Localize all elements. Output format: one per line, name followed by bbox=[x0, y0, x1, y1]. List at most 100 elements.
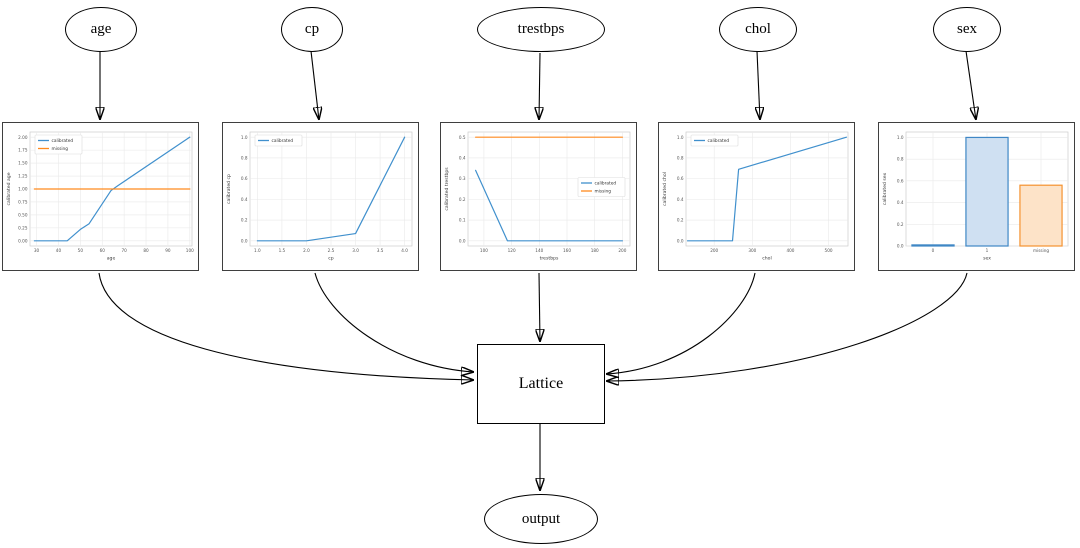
svg-text:300: 300 bbox=[748, 248, 756, 253]
edge-trestbps-calibrator-to-lattice bbox=[539, 272, 540, 342]
svg-text:1.50: 1.50 bbox=[18, 161, 28, 166]
svg-text:3.5: 3.5 bbox=[377, 248, 384, 253]
svg-text:calibrated trestbps: calibrated trestbps bbox=[444, 167, 450, 211]
svg-text:calibrated chol: calibrated chol bbox=[662, 172, 668, 206]
svg-text:0.3: 0.3 bbox=[459, 176, 466, 181]
svg-text:200: 200 bbox=[618, 248, 626, 253]
svg-text:0.2: 0.2 bbox=[241, 218, 248, 223]
output-node-label: output bbox=[521, 510, 561, 527]
svg-text:1.00: 1.00 bbox=[18, 187, 28, 192]
svg-text:missing: missing bbox=[1033, 248, 1049, 253]
svg-text:missing: missing bbox=[595, 189, 612, 195]
svg-text:2.00: 2.00 bbox=[18, 135, 28, 140]
calibration-plot-sex: 0.0 0.2 0.4 0.6 0.8 1.0 0 1 missing sex calibrated… bbox=[878, 122, 1075, 271]
svg-text:0.0: 0.0 bbox=[897, 244, 904, 249]
svg-text:calibrated: calibrated bbox=[708, 138, 730, 144]
svg-text:1: 1 bbox=[986, 248, 989, 253]
svg-text:0.0: 0.0 bbox=[241, 238, 248, 243]
lattice-node-label: Lattice bbox=[518, 375, 564, 392]
svg-text:0.0: 0.0 bbox=[459, 238, 466, 243]
input-node-cp: cp bbox=[281, 7, 343, 52]
svg-text:0.6: 0.6 bbox=[241, 176, 248, 181]
svg-text:40: 40 bbox=[56, 248, 62, 253]
svg-text:0: 0 bbox=[932, 248, 935, 253]
svg-text:30: 30 bbox=[34, 248, 40, 253]
edge-cp-calibrator-to-lattice bbox=[314, 272, 474, 372]
svg-text:0.4: 0.4 bbox=[459, 156, 466, 161]
svg-text:0.6: 0.6 bbox=[677, 176, 684, 181]
lattice-node: Lattice bbox=[477, 344, 605, 424]
svg-text:180: 180 bbox=[591, 248, 599, 253]
svg-text:70: 70 bbox=[121, 248, 127, 253]
svg-text:120: 120 bbox=[508, 248, 516, 253]
svg-text:0.2: 0.2 bbox=[897, 222, 904, 227]
svg-text:0.50: 0.50 bbox=[18, 213, 28, 218]
svg-text:1.75: 1.75 bbox=[18, 148, 28, 153]
edge-cp-to-calibrator bbox=[310, 50, 319, 120]
svg-text:calibrated: calibrated bbox=[52, 138, 74, 144]
svg-text:1.0: 1.0 bbox=[897, 135, 904, 140]
svg-text:0.8: 0.8 bbox=[897, 157, 904, 162]
input-node-trestbps: trestbps bbox=[477, 7, 605, 52]
sex-calibration-chart: 0.0 0.2 0.4 0.6 0.8 1.0 0 1 missing sex calibrated… bbox=[882, 131, 1069, 262]
svg-text:calibrated: calibrated bbox=[272, 138, 294, 144]
input-node-chol: chol bbox=[719, 7, 797, 52]
svg-text:2.0: 2.0 bbox=[303, 248, 310, 253]
svg-text:1.0: 1.0 bbox=[241, 135, 248, 140]
svg-text:calibrated sex: calibrated sex bbox=[882, 173, 888, 206]
input-node-age: age bbox=[65, 7, 137, 52]
svg-text:0.4: 0.4 bbox=[241, 197, 248, 202]
edge-age-calibrator-to-lattice bbox=[98, 272, 474, 380]
input-node-trestbps-label: trestbps bbox=[517, 21, 565, 37]
svg-text:100: 100 bbox=[186, 248, 194, 253]
svg-text:0.25: 0.25 bbox=[18, 225, 28, 230]
svg-text:90: 90 bbox=[165, 248, 171, 253]
svg-text:3.0: 3.0 bbox=[352, 248, 359, 253]
calibration-plot-trestbps: 0.0 0.1 0.2 0.3 0.4 0.5 100 120 140 160 180 200 tres… bbox=[440, 122, 637, 271]
output-node: output bbox=[484, 494, 598, 544]
svg-text:80: 80 bbox=[143, 248, 149, 253]
svg-text:50: 50 bbox=[78, 248, 84, 253]
svg-text:1.5: 1.5 bbox=[279, 248, 286, 253]
svg-text:400: 400 bbox=[786, 248, 794, 253]
svg-text:age: age bbox=[107, 257, 116, 262]
svg-text:chol: chol bbox=[762, 256, 772, 262]
svg-text:4.0: 4.0 bbox=[401, 248, 408, 253]
svg-text:0.8: 0.8 bbox=[677, 156, 684, 161]
svg-text:0.1: 0.1 bbox=[459, 218, 466, 223]
svg-text:calibrated: calibrated bbox=[595, 181, 617, 187]
edge-trestbps-to-calibrator bbox=[539, 52, 540, 120]
svg-text:0.2: 0.2 bbox=[677, 218, 684, 223]
svg-text:0.4: 0.4 bbox=[677, 197, 684, 202]
input-node-age-label: age bbox=[90, 21, 112, 37]
svg-text:0.5: 0.5 bbox=[459, 135, 466, 140]
trestbps-calibration-chart: 0.0 0.1 0.2 0.3 0.4 0.5 100 120 140 160 180 200 tres… bbox=[444, 131, 631, 262]
edge-chol-to-calibrator bbox=[757, 50, 760, 120]
svg-text:0.6: 0.6 bbox=[897, 178, 904, 183]
svg-text:calibrated age: calibrated age bbox=[6, 172, 12, 205]
svg-text:160: 160 bbox=[563, 248, 571, 253]
svg-text:100: 100 bbox=[480, 248, 488, 253]
edge-chol-calibrator-to-lattice bbox=[606, 272, 756, 374]
svg-text:2.5: 2.5 bbox=[328, 248, 335, 253]
input-node-sex-label: sex bbox=[957, 21, 977, 37]
svg-text:200: 200 bbox=[710, 248, 718, 253]
svg-text:cp: cp bbox=[328, 257, 334, 262]
svg-text:140: 140 bbox=[535, 248, 543, 253]
svg-text:0.4: 0.4 bbox=[897, 200, 904, 205]
svg-text:sex: sex bbox=[983, 257, 991, 262]
svg-text:0.0: 0.0 bbox=[677, 238, 684, 243]
input-node-cp-label: cp bbox=[304, 21, 320, 37]
svg-text:missing: missing bbox=[52, 146, 69, 152]
svg-text:trestbps: trestbps bbox=[540, 256, 559, 262]
svg-text:0.2: 0.2 bbox=[459, 197, 466, 202]
svg-text:calibrated cp: calibrated cp bbox=[226, 174, 232, 204]
svg-text:1.0: 1.0 bbox=[677, 135, 684, 140]
svg-text:0.8: 0.8 bbox=[241, 156, 248, 161]
